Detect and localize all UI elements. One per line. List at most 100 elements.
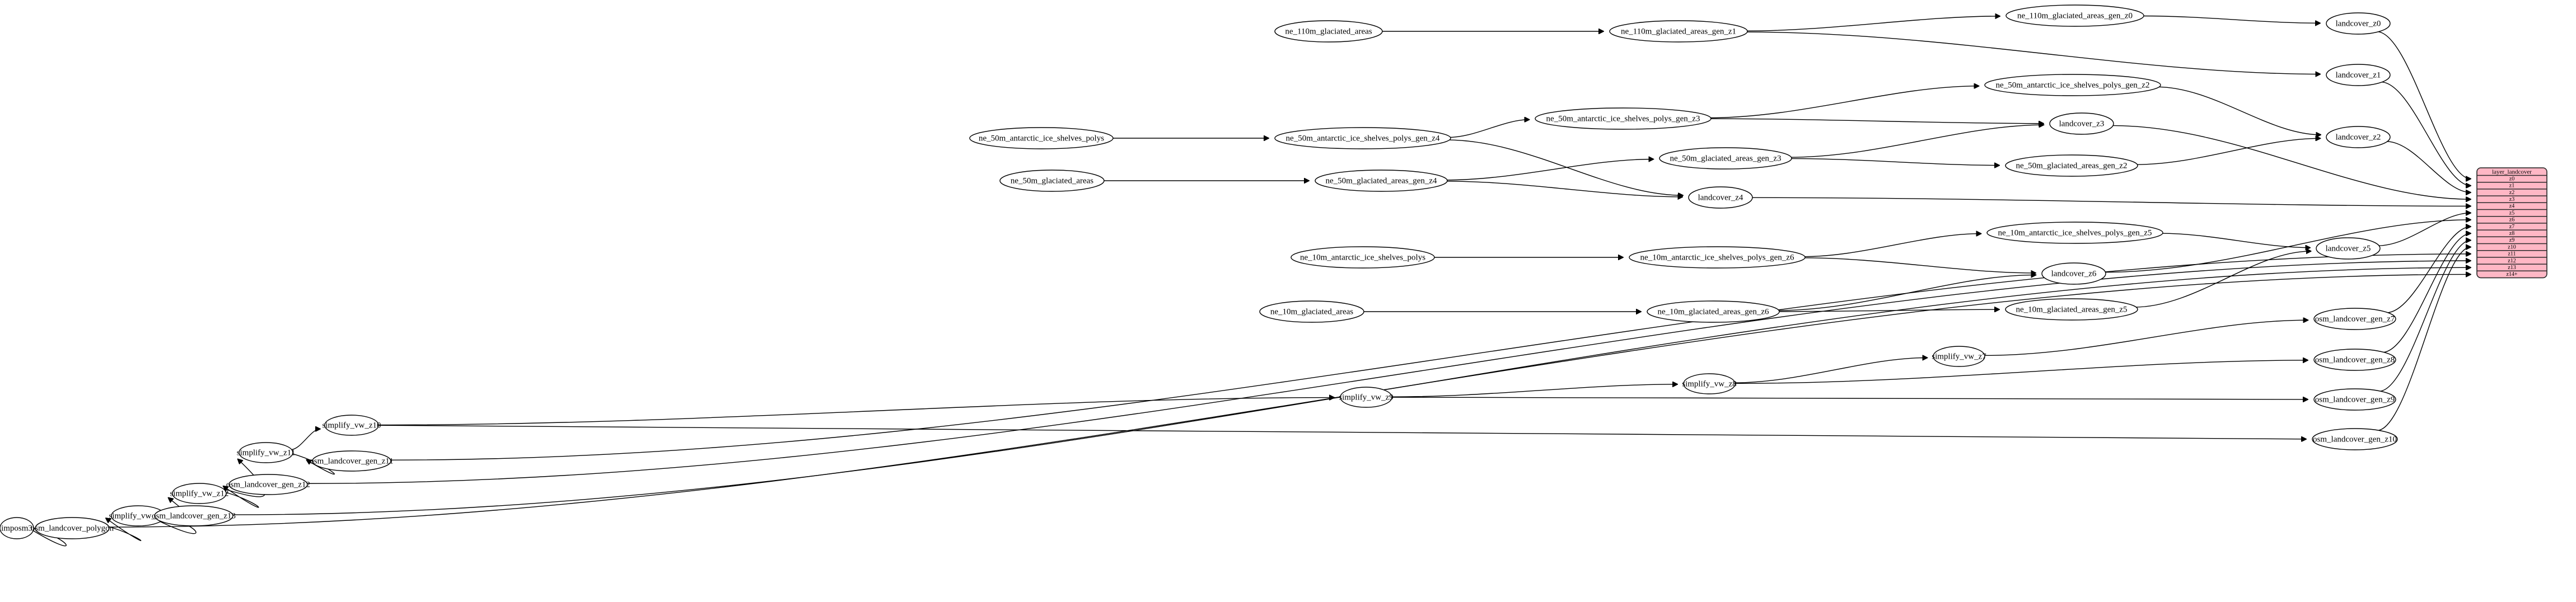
- record-row-z14+[interactable]: z14+: [2506, 271, 2517, 278]
- graph-node-osm_landcover_gen_z13[interactable]: osm_landcover_gen_z13: [152, 505, 236, 526]
- graph-edge: [1802, 257, 2036, 273]
- node-label: ne_10m_glaciated_areas_gen_z6: [1657, 307, 1769, 316]
- graph-node-ne_10m_glaciated_areas[interactable]: ne_10m_glaciated_areas: [1259, 300, 1364, 323]
- node-shape: [1340, 387, 1392, 408]
- record-row-z5[interactable]: z5: [2509, 210, 2514, 216]
- graph-node-landcover_z4[interactable]: landcover_z4: [1688, 186, 1753, 209]
- node-label: osm_landcover_gen_z8: [2315, 355, 2395, 364]
- graph-node-ne_110m_glaciated_areas[interactable]: ne_110m_glaciated_areas: [1274, 20, 1383, 43]
- graph-node-ne_10m_antarctic_ice_shelves_polys[interactable]: ne_10m_antarctic_ice_shelves_polys: [1291, 246, 1435, 269]
- graph-node-ne_50m_antarctic_ice_shelves_polys_gen_z3[interactable]: ne_50m_antarctic_ice_shelves_polys_gen_z…: [1535, 107, 1712, 130]
- graph-node-landcover_z5[interactable]: landcover_z5: [2316, 237, 2381, 260]
- record-row-z12[interactable]: z12: [2508, 258, 2516, 264]
- graph-node-ne_50m_antarctic_ice_shelves_polys[interactable]: ne_50m_antarctic_ice_shelves_polys: [969, 127, 1114, 149]
- record-row-z13[interactable]: z13: [2508, 265, 2516, 271]
- node-shape: [1315, 170, 1448, 192]
- graph-node-osm_landcover_gen_z9[interactable]: osm_landcover_gen_z9: [2313, 388, 2396, 411]
- node-shape: [2326, 64, 2391, 86]
- graph-node-osm_landcover_gen_z7[interactable]: osm_landcover_gen_z7: [2313, 308, 2396, 330]
- record-row-z3[interactable]: z3: [2509, 196, 2514, 203]
- record-row-z8[interactable]: z8: [2509, 231, 2514, 237]
- graph-edge: [377, 425, 2306, 439]
- node-label: ne_50m_antarctic_ice_shelves_polys_gen_z…: [1286, 134, 1440, 143]
- graph-node-ne_110m_glaciated_areas_gen_z1[interactable]: ne_110m_glaciated_areas_gen_z1: [1609, 20, 1748, 43]
- node-shape: [1933, 346, 1985, 367]
- graph-node-simplify_vw_z10[interactable]: simplify_vw_z10: [322, 415, 381, 436]
- graph-node-landcover_z1[interactable]: landcover_z1: [2326, 64, 2391, 86]
- graph-node-simplify_vw_z7[interactable]: simplify_vw_z7: [1932, 346, 1986, 367]
- graph-node-ne_10m_antarctic_ice_shelves_polys_gen_z6[interactable]: ne_10m_antarctic_ice_shelves_polys_gen_z…: [1629, 246, 1806, 269]
- node-shape: [2313, 388, 2396, 411]
- graph-node-osm_landcover_gen_z10[interactable]: osm_landcover_gen_z10: [2312, 428, 2398, 450]
- graph-node-landcover_z0[interactable]: landcover_z0: [2326, 12, 2391, 35]
- graph-node-osm_landcover_polygon[interactable]: osm_landcover_polygon: [31, 517, 114, 539]
- node-label: osm_landcover_gen_z13: [152, 511, 236, 520]
- graph-node-ne_50m_glaciated_areas_gen_z3[interactable]: ne_50m_glaciated_areas_gen_z3: [1659, 147, 1792, 170]
- record-row-z0[interactable]: z0: [2509, 176, 2514, 182]
- graph-node-simplify_vw_z13[interactable]: simplify_vw_z13: [109, 505, 168, 526]
- graph-node-landcover_z6[interactable]: landcover_z6: [2041, 262, 2106, 285]
- graph-edge: [2160, 233, 2310, 248]
- graph-node-osm_landcover_gen_z12[interactable]: osm_landcover_gen_z12: [226, 474, 310, 495]
- node-label: landcover_z1: [2336, 70, 2381, 79]
- graph-node-ne_50m_antarctic_ice_shelves_polys_gen_z2[interactable]: ne_50m_antarctic_ice_shelves_polys_gen_z…: [1984, 74, 2161, 96]
- graph-edge: [2104, 220, 2471, 273]
- record-node-layer-landcover[interactable]: layer_landcoverz0z1z2z3z4z5z6z7z8z9z10z1…: [2476, 167, 2547, 279]
- graph-edge: [2156, 86, 2321, 135]
- record-row-z9[interactable]: z9: [2509, 237, 2514, 243]
- graph-edge: [1745, 31, 2320, 74]
- node-label: osm_landcover_polygon: [31, 524, 114, 533]
- graph-node-simplify_vw_z11[interactable]: simplify_vw_z11: [237, 442, 295, 463]
- node-shape: [1535, 107, 1712, 130]
- graph-node-ne_10m_glaciated_areas_gen_z6[interactable]: ne_10m_glaciated_areas_gen_z6: [1647, 300, 1780, 323]
- graph-edge: [1447, 120, 1530, 138]
- graph-node-imposm3[interactable]: imposm3: [0, 517, 34, 539]
- graph-edge: [2386, 227, 2471, 313]
- node-label: ne_10m_antarctic_ice_shelves_polys_gen_z…: [1640, 253, 1794, 262]
- graph-node-simplify_vw_z9[interactable]: simplify_vw_z9: [1339, 387, 1394, 408]
- node-shape: [2005, 154, 2138, 177]
- graph-edge: [106, 518, 142, 542]
- node-shape: [1984, 74, 2161, 96]
- record-row-z2[interactable]: z2: [2509, 190, 2514, 196]
- graph-node-ne_50m_glaciated_areas_gen_z2[interactable]: ne_50m_glaciated_areas_gen_z2: [2005, 154, 2138, 177]
- node-shape: [154, 505, 233, 526]
- graph-node-ne_50m_antarctic_ice_shelves_polys_gen_z4[interactable]: ne_50m_antarctic_ice_shelves_polys_gen_z…: [1274, 127, 1451, 149]
- graph-edge: [1745, 16, 2000, 31]
- record-row-z4[interactable]: z4: [2509, 203, 2514, 209]
- node-shape: [1274, 127, 1451, 149]
- node-label: landcover_z6: [2051, 269, 2097, 278]
- graph-node-ne_10m_glaciated_areas_gen_z5[interactable]: ne_10m_glaciated_areas_gen_z5: [2005, 298, 2138, 321]
- node-label: imposm3: [1, 524, 32, 533]
- record-row-z7[interactable]: z7: [2509, 224, 2514, 230]
- node-shape: [2316, 237, 2381, 260]
- node-shape: [999, 170, 1105, 192]
- record-row-z11[interactable]: z11: [2508, 251, 2516, 257]
- record-title: layer_landcover: [2492, 168, 2532, 175]
- graph-node-landcover_z3[interactable]: landcover_z3: [2049, 112, 2114, 135]
- node-label: ne_50m_glaciated_areas_gen_z3: [1670, 154, 1781, 163]
- record-row-z6[interactable]: z6: [2509, 217, 2514, 223]
- graph-node-osm_landcover_gen_z11[interactable]: osm_landcover_gen_z11: [310, 450, 394, 472]
- record-row-z10[interactable]: z10: [2508, 244, 2516, 250]
- graph-node-ne_50m_glaciated_areas[interactable]: ne_50m_glaciated_areas: [999, 170, 1105, 192]
- graph-node-ne_110m_glaciated_areas_gen_z0[interactable]: ne_110m_glaciated_areas_gen_z0: [2005, 4, 2144, 27]
- graph-node-landcover_z2[interactable]: landcover_z2: [2326, 126, 2391, 148]
- record-row-z1[interactable]: z1: [2509, 183, 2514, 189]
- graph-edge: [1391, 397, 2308, 399]
- graph-edge: [2135, 138, 2320, 165]
- graph-edge: [1789, 125, 2044, 158]
- node-label: simplify_vw_z7: [1932, 352, 1986, 361]
- node-label: landcover_z2: [2336, 133, 2381, 142]
- node-label: landcover_z3: [2059, 119, 2105, 128]
- graph-node-ne_10m_antarctic_ice_shelves_polys_gen_z5[interactable]: ne_10m_antarctic_ice_shelves_polys_gen_z…: [1986, 222, 2163, 244]
- graph-node-simplify_vw_z8[interactable]: simplify_vw_z8: [1682, 373, 1737, 394]
- graph-node-ne_50m_glaciated_areas_gen_z4[interactable]: ne_50m_glaciated_areas_gen_z4: [1315, 170, 1448, 192]
- node-label: simplify_vw_z13: [109, 511, 168, 520]
- graph-node-osm_landcover_gen_z8[interactable]: osm_landcover_gen_z8: [2313, 349, 2396, 371]
- graph-node-simplify_vw_z12[interactable]: simplify_vw_z12: [170, 483, 229, 504]
- node-shape: [2049, 112, 2114, 135]
- node-label: landcover_z0: [2336, 19, 2381, 28]
- node-shape: [2312, 428, 2398, 450]
- graph-edge: [1708, 118, 2044, 124]
